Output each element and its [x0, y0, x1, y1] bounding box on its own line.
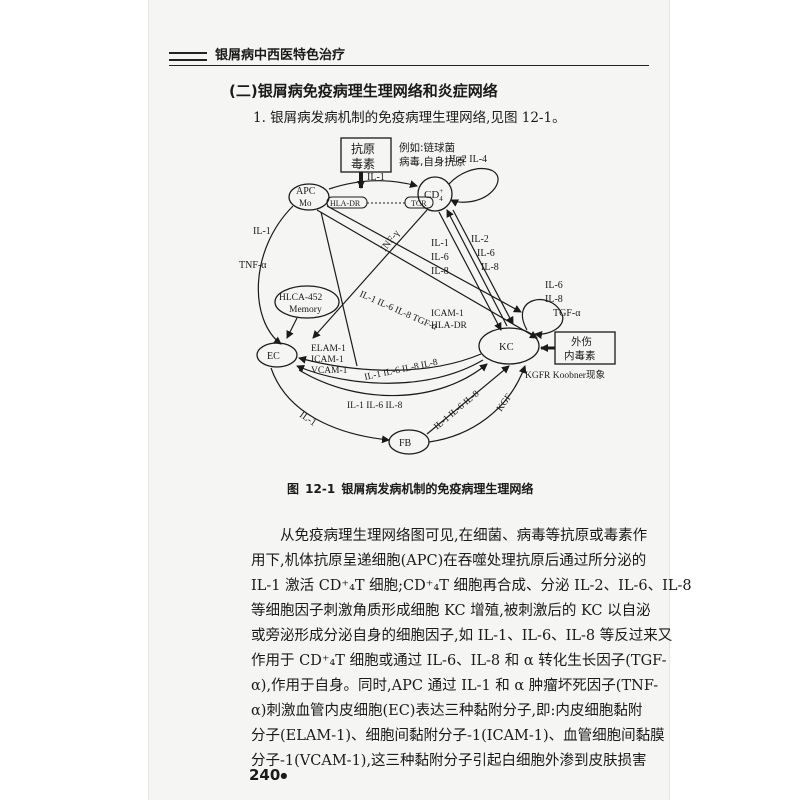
kc-ec-arc-1	[298, 353, 482, 371]
cd4-down-right-1: IL-2	[471, 234, 489, 245]
apc-kc-line-1	[316, 209, 538, 339]
body-line: 分子-1(VCAM-1),这三种黏附分子引起白细胞外渗到皮肤损害	[251, 753, 647, 769]
kc-self-1: IL-6	[545, 280, 563, 291]
cd4-label: CD+4	[424, 187, 443, 203]
kgfr-label: KGFR Koobner现象	[525, 369, 605, 381]
body-line: 用下,机体抗原呈递细胞(APC)在吞噬处理抗原后通过所分泌的	[251, 553, 647, 569]
antigen-label-2: 毒素	[351, 157, 375, 171]
arc-inner-low-label: IL-1 IL-6 IL-8	[347, 401, 403, 411]
body-line: α)刺激血管内皮细胞(EC)表达三种黏附分子,即:内皮细胞黏附	[251, 703, 643, 719]
fb-kc-label: IL-1 IL-6 IL-8	[433, 389, 482, 432]
hla-dr-label: HLA-DR	[330, 199, 361, 208]
tcr-receptor	[404, 196, 434, 209]
kc-ec-diag-label: IL-1 IL-6 IL-8 TGF-α	[358, 290, 439, 333]
ec-cell	[256, 342, 298, 368]
body-line: 或旁泌形成分泌自身的细胞因子,如 IL-1、IL-6、IL-8 等反过来又	[251, 628, 673, 644]
kc-label: KC	[499, 342, 514, 353]
kc-self-3: TGF-α	[553, 308, 581, 319]
ec-kc-arc	[298, 363, 488, 397]
body-text: 从免疫病理生理网络图可见,在细菌、病毒等抗原或毒素作 用下,机体抗原呈递细胞(A…	[251, 524, 692, 774]
running-head: 银屑病中西医特色治疗	[169, 44, 649, 66]
cd4-kc-line-c	[452, 209, 514, 325]
cd4-kc-line-b	[446, 209, 508, 327]
tcr-label: TCR	[411, 199, 427, 208]
running-head-title: 银屑病中西医特色治疗	[215, 48, 346, 63]
ec-fb-arc	[270, 367, 390, 444]
il1-fb-label: IL-1	[297, 409, 318, 428]
kc-self-loop	[521, 299, 564, 339]
arc-inner-label: IL-1 IL-6 IL-8 IL-8	[364, 358, 439, 383]
fb-label: FB	[399, 438, 412, 449]
body-line: 分子(ELAM-1)、细胞间黏附分子-1(ICAM-1)、血管细胞间黏膜	[251, 728, 665, 744]
il1-top-label: IL-1	[367, 172, 385, 183]
elam-label: ELAM-1	[311, 344, 346, 354]
cd4-down-right-3: IL-8	[481, 262, 499, 273]
running-head-rule	[169, 65, 649, 66]
trauma-label-2: 内毒素	[564, 349, 596, 362]
hlca-label: HLCA-452	[279, 293, 323, 303]
tnf-left-label: TNF-α	[239, 260, 267, 271]
il1-left-label: IL-1	[253, 226, 271, 237]
kgf-label: KGF	[495, 392, 514, 413]
body-line: IL-1 激活 CD⁺₄T 细胞;CD⁺₄T 细胞再合成、分泌 IL-2、IL-…	[251, 578, 692, 594]
apc-cell	[288, 183, 330, 211]
book-page: 银屑病中西医特色治疗 (二)银屑病免疫病理生理网络和炎症网络 1. 银屑病发病机…	[148, 0, 692, 800]
antigen-label-1: 抗原	[351, 141, 375, 156]
apc-fb-line	[320, 211, 358, 367]
il2-il4-label: IL-2 IL-4	[449, 154, 487, 165]
cd4-down-left-3: IL-8	[431, 266, 449, 277]
vcam-label: VCAM-1	[311, 366, 348, 376]
page-number-value: 240	[249, 766, 281, 784]
memory-label: Memory	[289, 305, 322, 315]
running-head-ornament	[169, 52, 207, 61]
cd4-down-left-2: IL-6	[431, 252, 449, 263]
fb-kc-arrow-1	[426, 365, 510, 435]
icam-kc-label: ICAM-1	[431, 309, 464, 319]
inf-arrow	[312, 209, 428, 339]
immune-network-diagram: 抗原 毒素 例如:链球菌 病毒,自身抗原 APC Mo HLA-DR TCR C…	[239, 137, 616, 455]
cd4-kc-line-a	[438, 211, 502, 331]
section-heading: (二)银屑病免疫病理生理网络和炎症网络	[229, 82, 498, 100]
mo-label: Mo	[299, 198, 312, 208]
cd4-down-right-2: IL-6	[477, 248, 495, 259]
body-line: 作用于 CD⁺₄T 细胞或通过 IL-6、IL-8 和 α 转化生长因子(TGF…	[251, 653, 667, 669]
intro-line: 1. 银屑病发病机制的免疫病理生理网络,见图 12-1。	[253, 110, 566, 126]
body-line: 从免疫病理生理网络图可见,在细菌、病毒等抗原或毒素作	[280, 528, 648, 544]
figure-caption: 图 12-1 银屑病发病机制的免疫病理生理网络	[287, 482, 534, 496]
kc-cell	[478, 327, 540, 365]
page-number: 240●	[249, 766, 287, 784]
cd4-down-left-1: IL-1	[431, 238, 449, 249]
fb-kc-arrow-2	[428, 365, 527, 443]
kc-ec-arc-2	[296, 359, 484, 384]
hla-dr-kc-label: HLA-DR	[431, 321, 468, 331]
icam-ec-label: ICAM-1	[311, 355, 344, 365]
cd4-cell	[417, 176, 453, 212]
antigen-note-2: 病毒,自身抗原	[399, 155, 465, 168]
hlca-memory-cell	[274, 285, 340, 319]
apc-label: APC	[296, 186, 316, 197]
antigen-box	[340, 137, 392, 173]
body-line: 等细胞因子刺激角质形成细胞 KC 增殖,被刺激后的 KC 以自泌	[251, 603, 651, 619]
ec-label: EC	[267, 351, 280, 362]
trauma-label-1: 外伤	[571, 335, 592, 348]
body-line: α),作用于自身。同时,APC 通过 IL-1 和 α 肿瘤坏死因子(TNF-	[251, 678, 659, 694]
page-number-mark: ●	[280, 771, 288, 780]
il1-arrow-apc-cd4	[328, 180, 418, 190]
kc-self-2: IL-8	[545, 294, 563, 305]
apc-kc-line-2	[326, 205, 522, 313]
antigen-note-1: 例如:链球菌	[399, 141, 455, 154]
apc-ec-arc	[257, 205, 294, 345]
cd4-self-loop	[448, 168, 499, 207]
memory-ec-arrow	[286, 317, 298, 339]
